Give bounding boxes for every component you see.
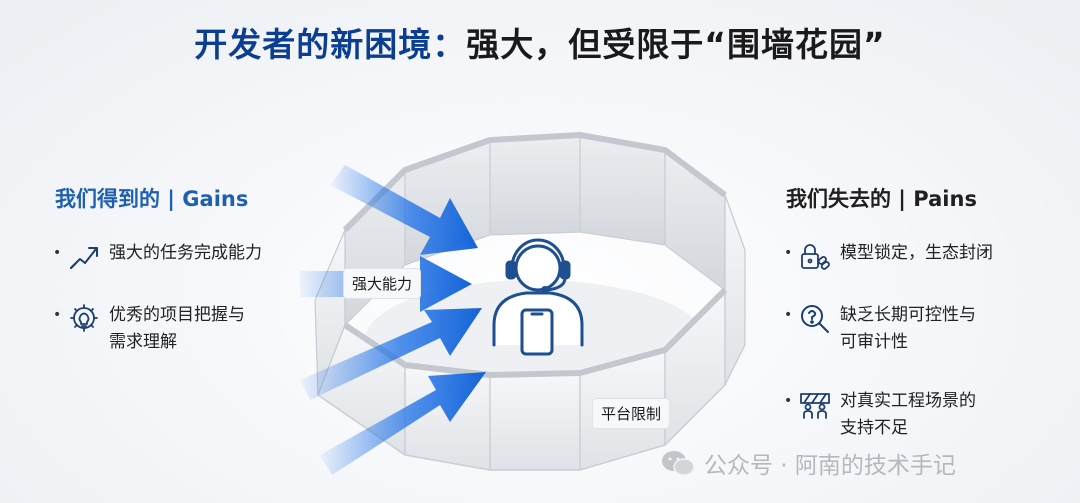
page-title: 开发者的新困境：强大，但受限于“围墙花园” (0, 18, 1080, 66)
watermark: 公众号 · 阿南的技术手记 (660, 446, 956, 480)
wall-back (342, 132, 727, 327)
capability-arrows (300, 165, 486, 475)
power-label: 强大能力 (343, 268, 422, 299)
pains-item-2: • 缺乏长期可控性与 可审计性 (784, 302, 976, 356)
developer-headset-icon (492, 238, 584, 356)
bullet: • (784, 393, 793, 409)
pains-item-3-text: 对真实工程场景的 支持不足 (840, 391, 976, 438)
pains-item-1-text: 模型锁定，生态封闭 (840, 243, 993, 263)
wechat-logo-icon (662, 451, 695, 476)
bullet: • (784, 245, 793, 261)
pains-item-2-text: 缺乏长期可控性与 可审计性 (840, 305, 976, 352)
pains-item-3: • 对真实工程场景的 支持不足 (784, 388, 976, 442)
platform-label: 平台限制 (592, 398, 671, 429)
arrow-3 (300, 308, 482, 400)
watermark-text: 公众号 · 阿南的技术手记 (704, 453, 956, 479)
question-magnifier-icon (798, 302, 832, 336)
title-main: 开发者的新困境： (194, 25, 467, 64)
trend-up-icon (67, 240, 101, 274)
lock-chain-icon (798, 240, 832, 274)
blocked-engineers-icon (798, 388, 832, 422)
gains-item-1-text: 强大的任务完成能力 (109, 243, 262, 263)
gear-lightbulb-icon (67, 302, 101, 336)
gains-item-2-text: 优秀的项目把握与 需求理解 (109, 305, 245, 352)
pains-heading: 我们失去的 | Pains (786, 187, 977, 211)
bullet: • (784, 307, 793, 323)
title-accent: 强大，但受限于“围墙花园” (466, 25, 886, 64)
bullet: • (53, 245, 62, 261)
pains-item-1: • 模型锁定，生态封闭 (784, 240, 993, 274)
bullet: • (53, 307, 62, 323)
gains-item-1: • 强大的任务完成能力 (53, 240, 262, 274)
arrow-1 (330, 165, 478, 255)
arrow-4 (320, 372, 486, 475)
gains-item-2: • 优秀的项目把握与 需求理解 (53, 302, 245, 356)
gains-heading: 我们得到的 | Gains (55, 187, 249, 211)
